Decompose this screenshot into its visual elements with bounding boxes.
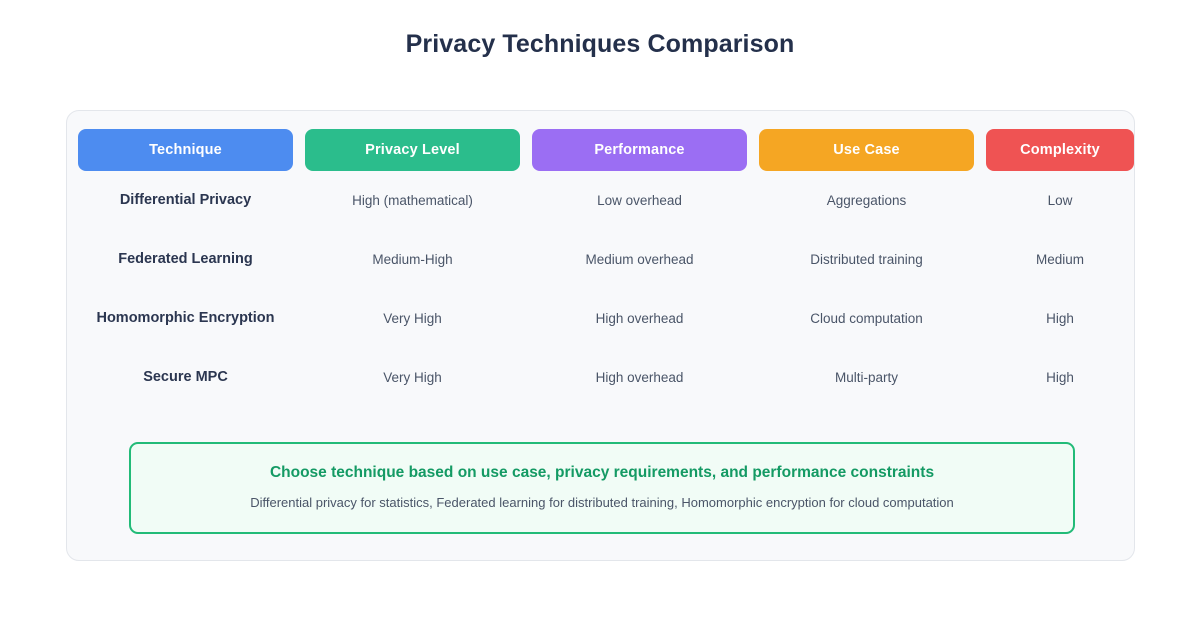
callout-subtitle: Differential privacy for statistics, Fed… [250,495,954,511]
cell-complexity: High [1046,369,1074,385]
cell-technique: Homomorphic Encryption [96,310,275,327]
comparison-card: Technique Privacy Level Performance Use … [66,110,1135,561]
column-header-privacy-level[interactable]: Privacy Level [305,129,520,171]
cell-use-case: Aggregations [826,192,907,208]
column-header-label: Privacy Level [365,142,460,158]
table-row: Federated Learning Medium-High Medium ov… [78,230,1123,289]
cell-complexity: Low [1047,192,1073,208]
table-header-row: Technique Privacy Level Performance Use … [67,111,1134,171]
cell-privacy-level: Very High [383,310,442,326]
table-body: Differential Privacy High (mathematical)… [67,171,1134,407]
table-row: Homomorphic Encryption Very High High ov… [78,289,1123,348]
column-header-performance[interactable]: Performance [532,129,747,171]
column-header-label: Performance [594,142,685,158]
recommendation-callout: Choose technique based on use case, priv… [129,442,1075,534]
table-row: Secure MPC Very High High overhead Multi… [78,348,1123,407]
column-header-label: Use Case [833,142,900,158]
column-header-label: Complexity [1020,142,1100,158]
cell-technique: Federated Learning [118,251,253,268]
column-header-technique[interactable]: Technique [78,129,293,171]
cell-privacy-level: High (mathematical) [352,192,473,208]
cell-technique: Secure MPC [143,369,228,386]
cell-use-case: Multi-party [834,369,898,385]
cell-complexity: High [1046,310,1074,326]
cell-privacy-level: Very High [383,369,442,385]
cell-performance: Medium overhead [585,251,694,267]
table-row: Differential Privacy High (mathematical)… [78,171,1123,230]
cell-performance: High overhead [595,310,684,326]
cell-performance: Low overhead [597,192,682,208]
cell-privacy-level: Medium-High [372,251,453,267]
cell-use-case: Cloud computation [810,310,923,326]
cell-complexity: Medium [1035,251,1084,267]
column-header-use-case[interactable]: Use Case [759,129,974,171]
cell-performance: High overhead [595,369,684,385]
column-header-label: Technique [149,142,222,158]
callout-title: Choose technique based on use case, priv… [269,464,935,481]
cell-use-case: Distributed training [810,251,923,267]
page-title: Privacy Techniques Comparison [405,30,795,58]
column-header-complexity[interactable]: Complexity [986,129,1134,171]
cell-technique: Differential Privacy [119,192,252,209]
